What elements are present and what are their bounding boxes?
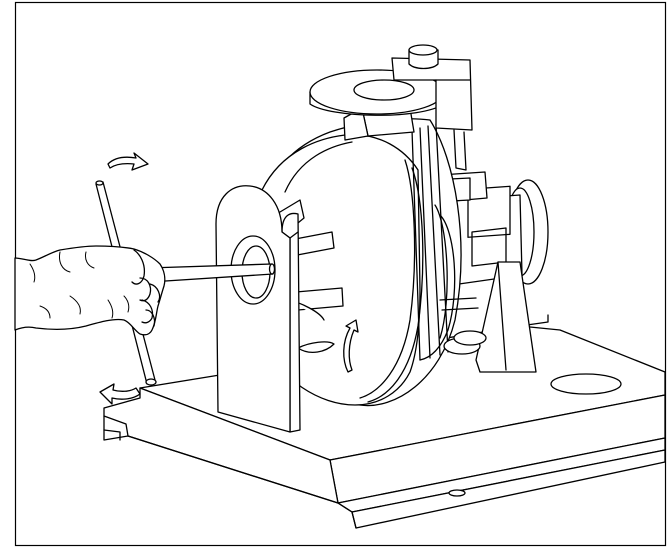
support-leg-rear [475,261,537,373]
hand [14,245,166,336]
support-plate-front [215,185,301,433]
motor-mount-hole [550,373,622,395]
shaft-coupling [439,297,479,311]
rotation-arrow-bottom-icon [99,383,141,405]
discharge-bore [353,79,415,101]
mounting-hole [448,489,466,497]
discharge-nozzle [309,44,473,171]
rotation-arrow-top-icon [107,152,149,171]
impeller-arrow-icon [343,319,359,373]
vent-plug [408,44,438,56]
